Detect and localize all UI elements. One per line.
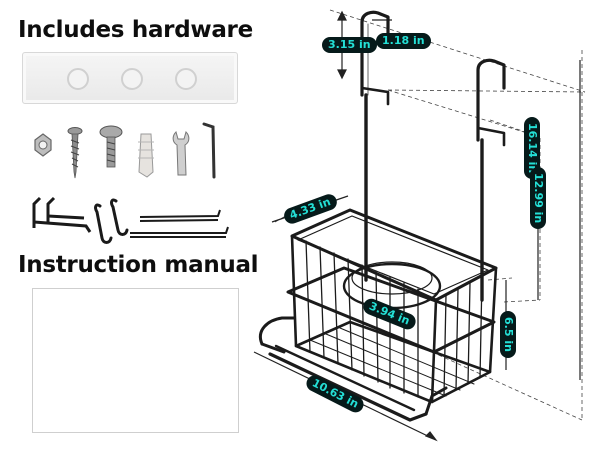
dim-hook-gap: 3.15 in xyxy=(322,37,377,53)
wall-anchor-icon xyxy=(138,133,154,178)
dim-hook-to-base: 12.99 in xyxy=(530,167,546,230)
hardware-heading: Includes hardware xyxy=(18,17,253,43)
rack-drawing xyxy=(259,10,506,422)
machine-screw-icon xyxy=(99,125,123,168)
s-hook-icon xyxy=(94,198,129,244)
manual-heading: Instruction manual xyxy=(18,252,259,278)
plate-knob-icon xyxy=(175,68,197,90)
plate-knob-icon xyxy=(121,68,143,90)
nut-icon xyxy=(34,133,52,157)
plate-knob-icon xyxy=(67,68,89,90)
dim-hook-width: 1.18 in xyxy=(376,33,431,49)
wood-screw-icon xyxy=(67,127,83,179)
bracket-icon xyxy=(32,196,92,233)
wrench-icon xyxy=(172,131,190,176)
hex-key-icon xyxy=(202,122,216,179)
adhesive-plate-icon xyxy=(22,52,238,104)
dim-basket-height: 6.5 in xyxy=(500,311,516,358)
instruction-manual-sheet xyxy=(32,288,239,433)
towel-bar-icon xyxy=(130,209,229,238)
